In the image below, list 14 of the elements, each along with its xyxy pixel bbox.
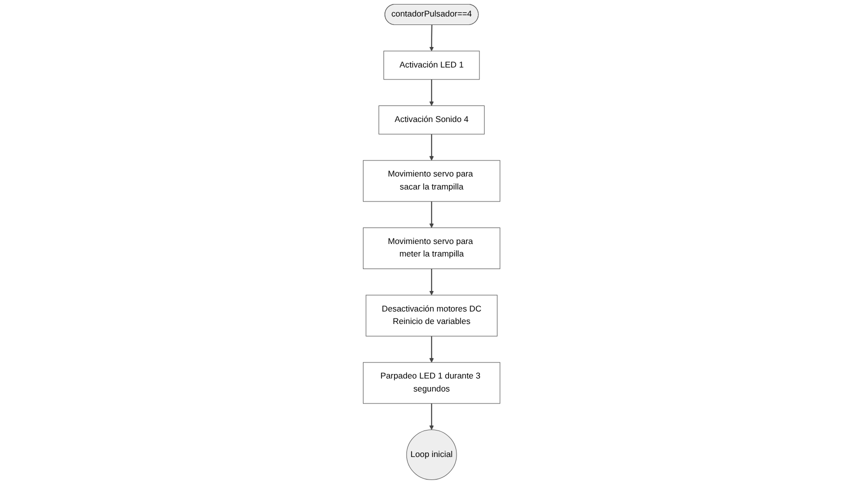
node-box: Activación Sonido 4 [379,105,485,134]
node-box: Desactivación motores DC Reinicio de variables [366,294,498,336]
node-box: Activación LED 1 [384,50,480,80]
node-box: Movimiento servo para sacar la trampilla [363,160,501,202]
arrow [430,336,434,363]
arrow [430,201,434,228]
arrow [430,134,434,161]
arrow [430,403,434,430]
arrow [430,79,434,106]
node-circle: Loop inicial [406,430,458,480]
arrow [430,268,434,296]
node-box: Parpadeo LED 1 durante 3 segundos [363,362,501,404]
arrow [430,24,434,52]
node-box: Movimiento servo para meter la trampilla [363,228,501,270]
